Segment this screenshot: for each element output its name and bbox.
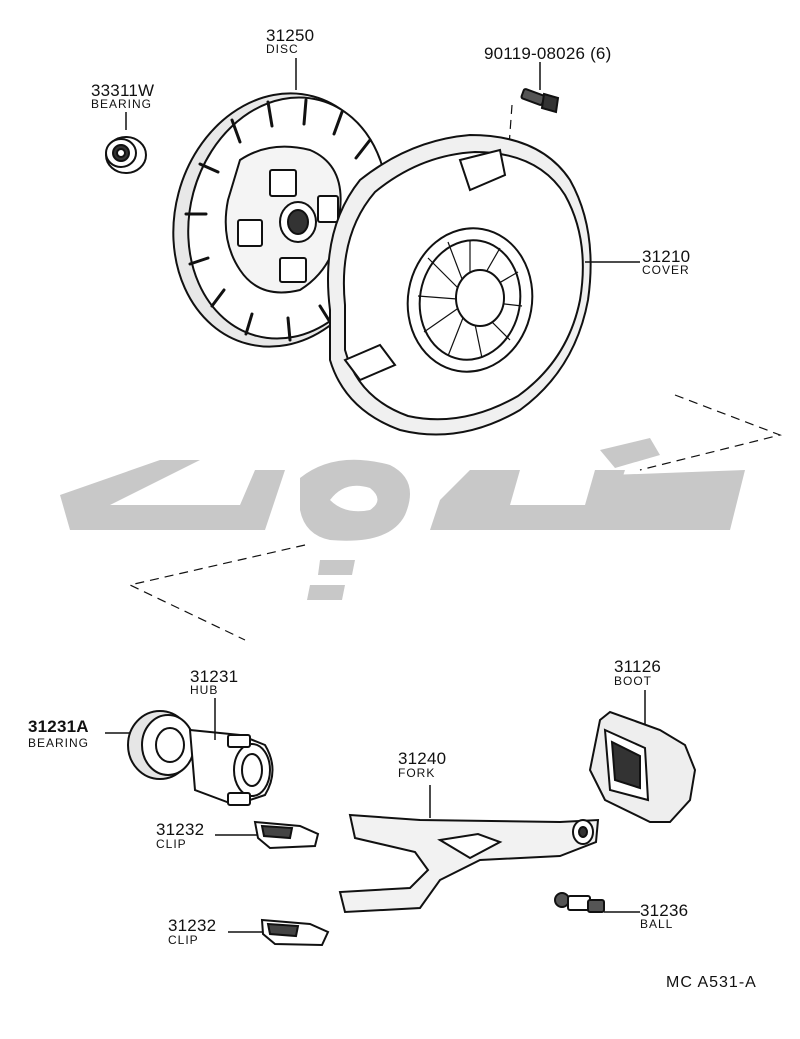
part-name-clip-upper: CLIP xyxy=(156,837,187,851)
part-number-31232-upper: 31232 xyxy=(156,820,205,839)
release-fork-drawing xyxy=(338,785,600,914)
pilot-bearing-drawing xyxy=(105,112,147,174)
part-name-bearing-top: BEARING xyxy=(91,97,153,111)
part-name-hub: HUB xyxy=(190,683,219,697)
ball-stud-drawing xyxy=(554,892,640,913)
part-name-disc: DISC xyxy=(266,42,299,56)
part-number-31240: 31240 xyxy=(398,749,447,768)
part-number-31236: 31236 xyxy=(640,901,689,920)
part-number-31232-lower: 31232 xyxy=(168,916,217,935)
part-number-bolt: 90119-08026 (6) xyxy=(484,44,612,63)
part-name-ball: BALL xyxy=(640,917,674,931)
part-name-fork: FORK xyxy=(398,766,436,780)
part-number-31231a: 31231A xyxy=(28,717,89,736)
part-name-cover: COVER xyxy=(642,263,690,277)
part-name-boot: BOOT xyxy=(614,674,653,688)
bolt-drawing xyxy=(520,62,560,114)
part-number-33311w: 33311W xyxy=(91,81,155,100)
clip-lower-drawing xyxy=(228,918,330,947)
diagram-code: MC A531-A xyxy=(666,974,757,991)
clip-upper-drawing xyxy=(215,820,320,850)
part-number-31210: 31210 xyxy=(642,247,691,266)
part-number-31126: 31126 xyxy=(614,657,662,676)
part-name-bearing-release: BEARING xyxy=(28,736,90,750)
watermark-logo xyxy=(60,438,745,600)
part-name-clip-lower: CLIP xyxy=(168,933,199,947)
release-hub-drawing xyxy=(105,698,274,807)
boot-drawing xyxy=(588,690,697,823)
clutch-cover-drawing xyxy=(327,133,640,436)
part-number-31231: 31231 xyxy=(190,667,239,686)
part-number-31250: 31250 xyxy=(266,26,315,45)
